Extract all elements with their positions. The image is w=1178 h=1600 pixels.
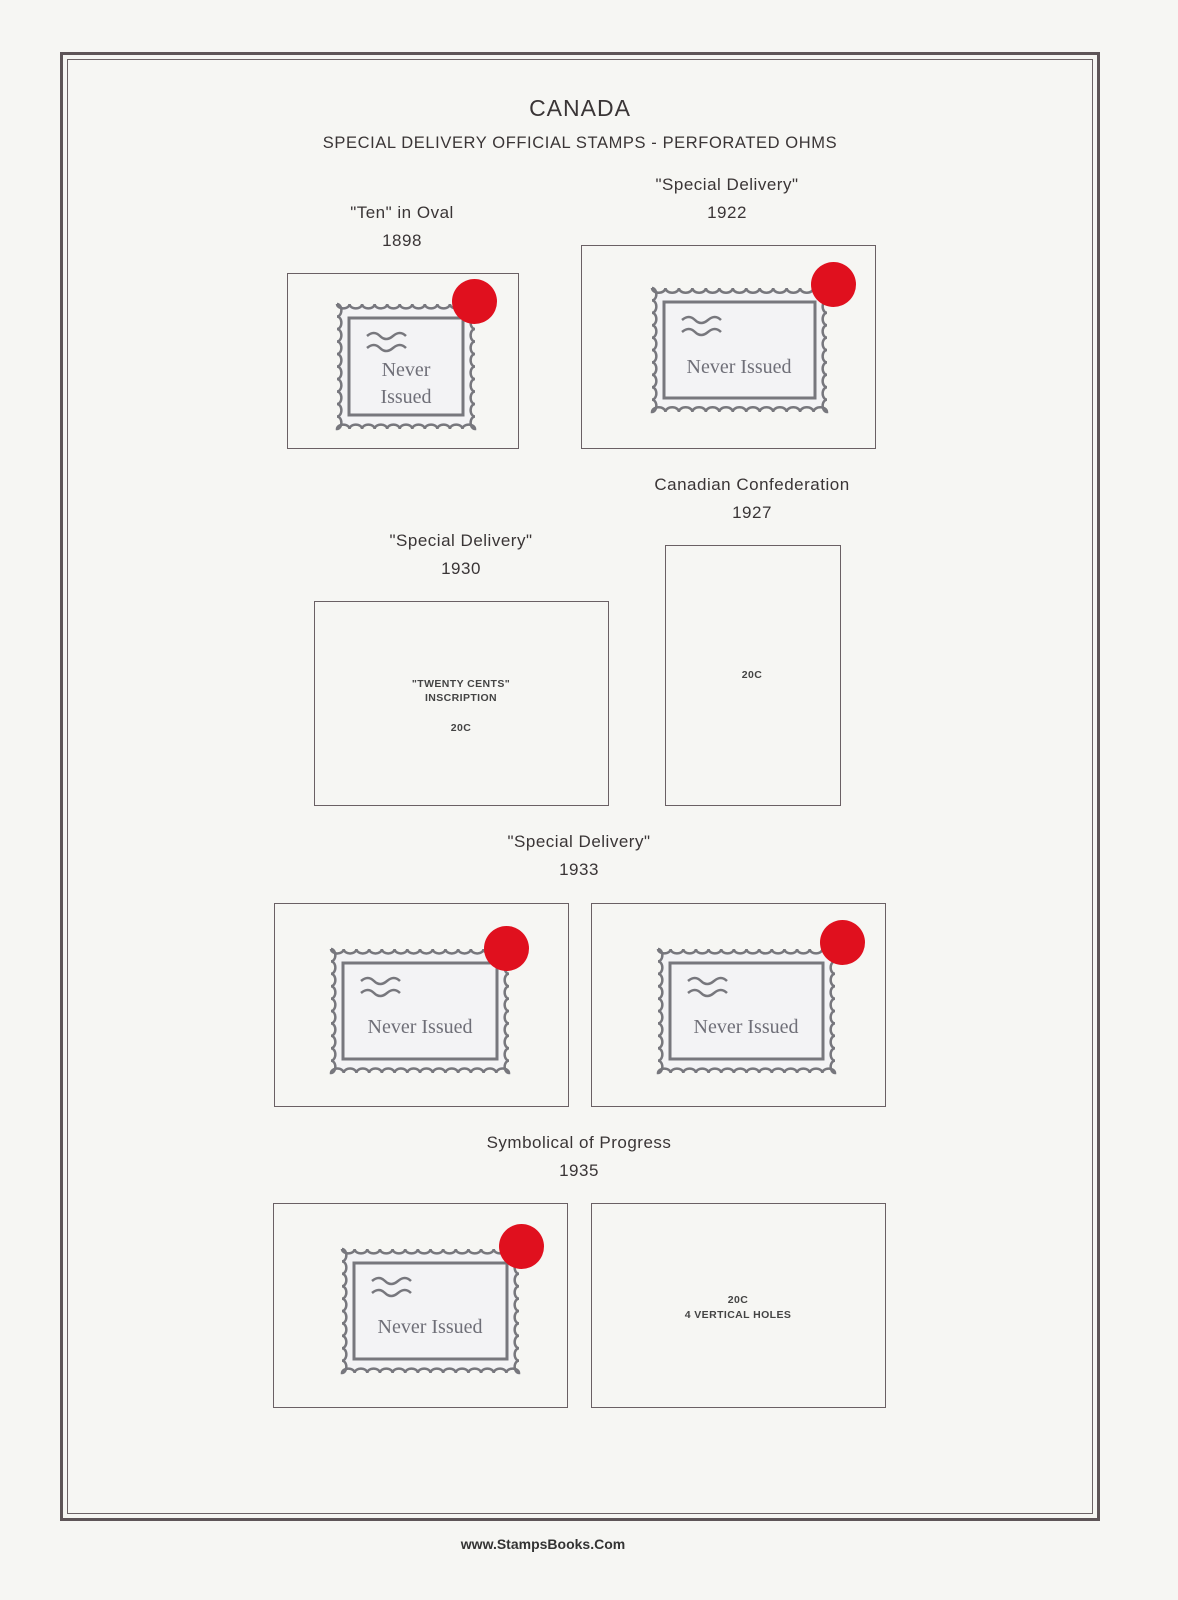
section-name: "Special Delivery" xyxy=(389,531,533,550)
section-year: 1935 xyxy=(559,1161,599,1180)
section-label-1922: "Special Delivery" 1922 xyxy=(656,171,799,227)
red-dot-marker-icon xyxy=(820,920,865,965)
page-border-inner xyxy=(67,59,1093,1514)
section-name: "Special Delivery" xyxy=(655,175,799,194)
stamp-inner-frame xyxy=(352,1261,509,1361)
section-name: "Special Delivery" xyxy=(507,832,651,851)
section-label-1927: Canadian Confederation 1927 xyxy=(654,471,849,527)
section-year: 1933 xyxy=(559,860,599,879)
stamp-inner-frame xyxy=(347,316,465,417)
never-issued-stamp-icon: Never Issued xyxy=(329,947,511,1075)
stamp-box-1898[interactable] xyxy=(287,273,519,449)
section-name: "Ten" in Oval xyxy=(350,203,454,222)
page-title: CANADA xyxy=(529,95,631,121)
never-issued-stamp-icon: Never Issued xyxy=(656,947,837,1075)
section-label-1935: Symbolical of Progress 1935 xyxy=(487,1129,672,1185)
never-issued-stamp-icon: Never Issued xyxy=(340,1247,521,1375)
section-label-1933: "Special Delivery" 1933 xyxy=(508,828,651,884)
perforated-edge xyxy=(340,1247,521,1375)
perforated-edge xyxy=(329,947,511,1075)
section-year: 1922 xyxy=(707,203,747,222)
perforated-edge xyxy=(335,302,477,431)
cancellation-waves-icon xyxy=(681,315,722,337)
stamp-box-1933-b[interactable] xyxy=(591,903,886,1107)
cancellation-waves-icon xyxy=(687,976,728,998)
stamp-inner-frame xyxy=(662,300,817,400)
stamp-box-1927[interactable] xyxy=(665,545,841,806)
never-issued-text: Never xyxy=(382,359,431,381)
section-year: 1898 xyxy=(382,231,422,250)
section-year: 1930 xyxy=(441,559,481,578)
red-dot-marker-icon xyxy=(499,1224,544,1269)
never-issued-stamp-icon: Never Issued xyxy=(650,286,829,414)
stamp-box-1933-a[interactable] xyxy=(274,903,569,1107)
never-issued-text: Issued xyxy=(380,386,431,408)
stamp-box-1935-b[interactable] xyxy=(591,1203,886,1408)
stamp-inner-frame xyxy=(341,961,499,1061)
never-issued-text: Never Issued xyxy=(368,1016,473,1038)
section-name: Canadian Confederation xyxy=(654,475,850,494)
never-issued-text: Never Issued xyxy=(694,1016,799,1038)
never-issued-text: Never Issued xyxy=(687,356,792,378)
inscription-line: INSCRIPTION xyxy=(424,692,498,704)
footer-url: www.StampsBooks.Com xyxy=(460,1536,626,1552)
section-label-1898: "Ten" in Oval 1898 xyxy=(350,199,454,255)
page-subtitle: SPECIAL DELIVERY OFFICIAL STAMPS - PERFO… xyxy=(322,134,838,152)
denomination-label: 20C xyxy=(727,1294,749,1306)
section-name: Symbolical of Progress xyxy=(486,1133,672,1152)
cancellation-waves-icon xyxy=(366,331,407,353)
red-dot-marker-icon xyxy=(811,262,856,307)
perforated-edge xyxy=(650,286,829,414)
denomination-label: 20C xyxy=(450,722,472,734)
inscription-label: "TWENTY CENTS" INSCRIPTION xyxy=(412,677,510,705)
page-border-outer xyxy=(60,52,1100,1521)
perforation-note: 4 VERTICAL HOLES xyxy=(684,1309,792,1321)
denomination-label: 20C xyxy=(741,669,763,681)
inscription-line: "TWENTY CENTS" xyxy=(411,678,511,690)
red-dot-marker-icon xyxy=(484,926,529,971)
stamp-box-1935-a[interactable] xyxy=(273,1203,568,1408)
never-issued-stamp-icon: Never Issued xyxy=(335,302,477,431)
perforated-edge xyxy=(656,947,837,1075)
cancellation-waves-icon xyxy=(360,976,401,998)
never-issued-text: Never Issued xyxy=(378,1316,483,1338)
cancellation-waves-icon xyxy=(371,1276,412,1298)
stamp-box-1922[interactable] xyxy=(581,245,876,449)
stamp-inner-frame xyxy=(668,961,825,1061)
red-dot-marker-icon xyxy=(452,279,497,324)
stamp-box-1930[interactable] xyxy=(314,601,609,806)
section-label-1930: "Special Delivery" 1930 xyxy=(390,527,533,583)
section-year: 1927 xyxy=(732,503,772,522)
